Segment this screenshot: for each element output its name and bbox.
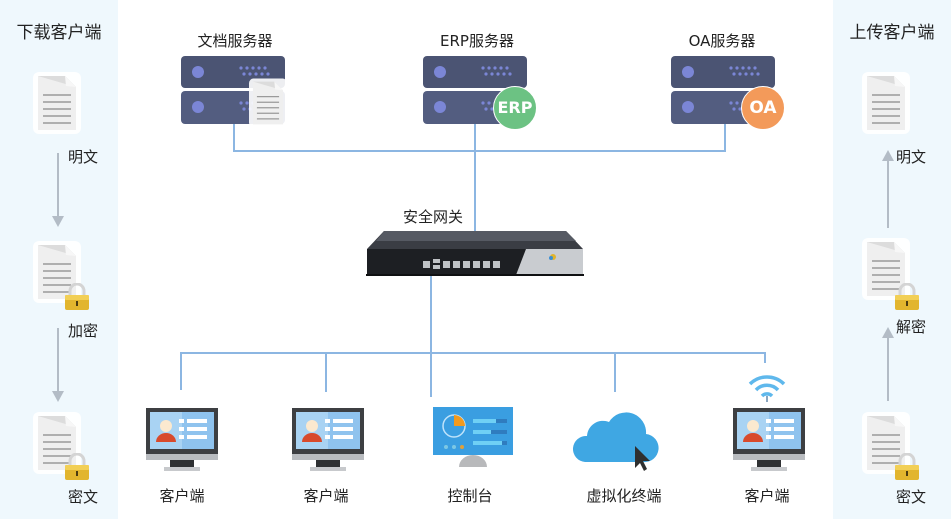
wifi-icon (748, 375, 786, 402)
download-client-title: 下载客户端 (16, 23, 102, 43)
arrow-up-icon (882, 327, 894, 401)
connector-line (180, 352, 182, 390)
download-step-ciphertext-label: 密文 (68, 488, 99, 506)
gateway-label: 安全网关 (402, 208, 463, 226)
client-monitor-icon (292, 408, 364, 472)
upload-client-title: 上传客户端 (849, 23, 935, 43)
erp-badge: ERP (493, 86, 537, 130)
upload-step-plaintext-label: 明文 (896, 148, 927, 166)
connector-line (764, 352, 766, 363)
connector-line (474, 150, 476, 232)
lock-icon (894, 283, 920, 311)
document-badge-icon (249, 78, 287, 128)
connector-line (724, 122, 726, 152)
connector-line (614, 352, 616, 392)
connector-line (474, 122, 476, 152)
console-label: 控制台 (447, 487, 493, 505)
erp-server-label: ERP服务器 (440, 32, 514, 50)
upload-step-decrypt-label: 解密 (896, 318, 927, 336)
plaintext-document-icon (33, 72, 81, 134)
arrow-down-icon (52, 328, 64, 402)
console-dashboard-icon (433, 407, 513, 467)
arrow-up-icon (882, 150, 894, 228)
cloud-cursor-icon (572, 412, 659, 471)
client-label: 客户端 (303, 487, 349, 505)
client-monitor-icon (146, 408, 218, 472)
connector-line (233, 122, 235, 152)
virtual-terminal-label: 虚拟化终端 (586, 487, 662, 505)
download-step-encrypt-label: 加密 (68, 322, 99, 340)
lock-icon (64, 453, 90, 481)
wireless-client-label: 客户端 (744, 487, 790, 505)
client-bus-line (180, 352, 766, 354)
security-gateway-device-icon (366, 231, 584, 276)
arrow-down-icon (52, 153, 64, 227)
lock-icon (894, 453, 920, 481)
download-step-plaintext-label: 明文 (68, 148, 99, 166)
oa-badge: OA (741, 86, 785, 130)
client-monitor-icon (733, 408, 805, 472)
connector-line (430, 276, 432, 353)
connector-line (325, 352, 327, 392)
plaintext-document-icon (862, 72, 910, 134)
server-bus-line (233, 150, 726, 152)
client-label: 客户端 (159, 487, 205, 505)
oa-server-label: OA服务器 (688, 32, 756, 50)
lock-icon (64, 283, 90, 311)
connector-line (430, 352, 432, 397)
document-server-label: 文档服务器 (197, 32, 273, 50)
upload-step-ciphertext-label: 密文 (896, 488, 927, 506)
